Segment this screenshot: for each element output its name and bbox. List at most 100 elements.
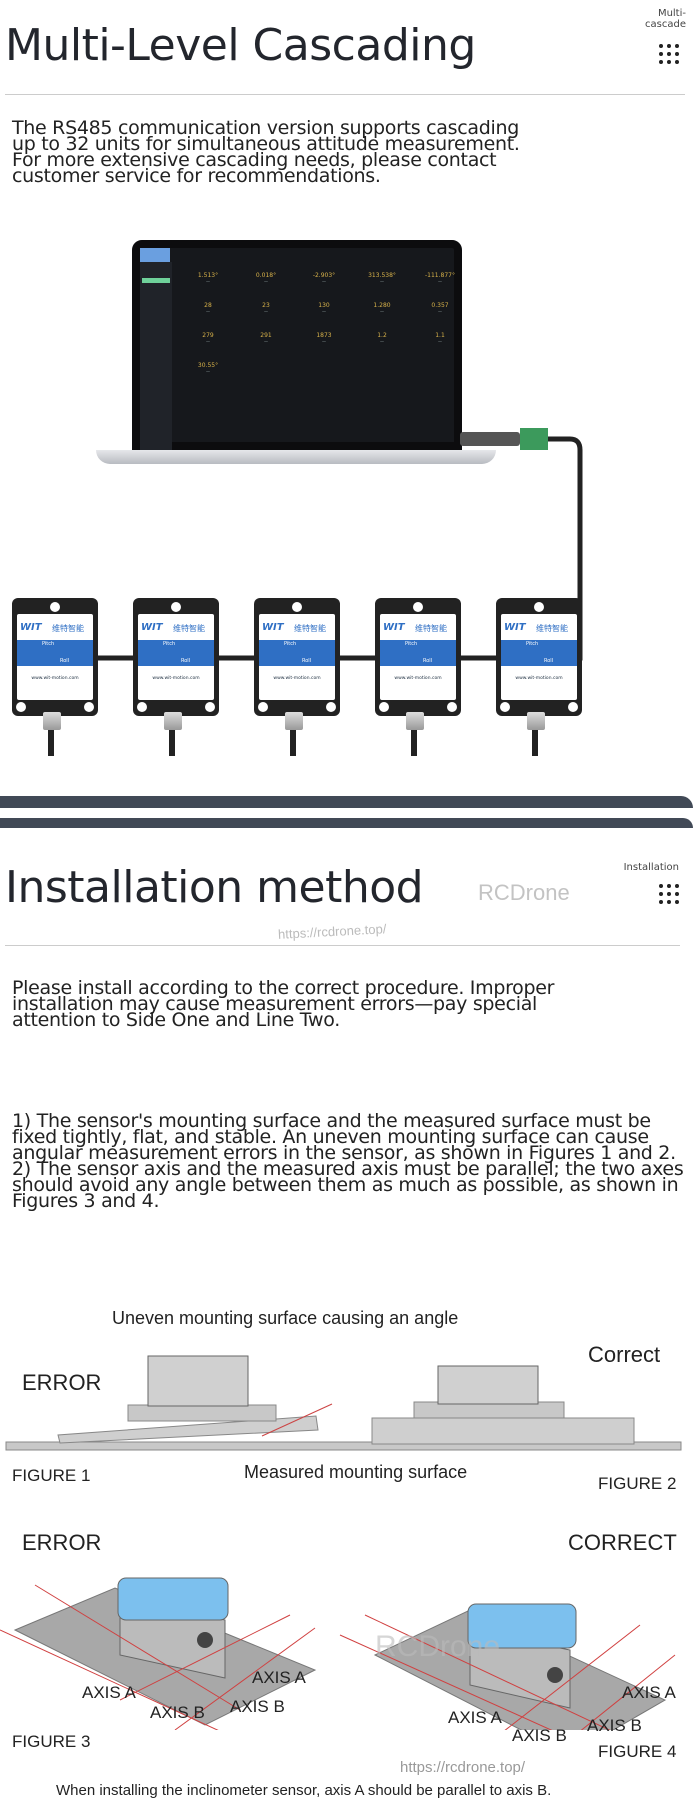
reading-cell: 1.280— (354, 302, 410, 314)
divider (5, 945, 680, 946)
axis-roll: Roll (60, 658, 70, 664)
figure-1-label: FIGURE 1 (12, 1466, 91, 1485)
reading-cell: 23— (238, 302, 294, 314)
brand-text: 维特智能 (536, 624, 568, 633)
watermark-url: https://rcdrone.top/ (400, 1759, 526, 1776)
reading-cell: 0.018°— (238, 272, 294, 284)
figure-caption-top: Uneven mounting surface causing an angle (112, 1308, 459, 1328)
section-band (0, 796, 693, 808)
app-logo (140, 248, 170, 262)
reading-value: 1.280 (373, 302, 391, 309)
section-title: Installation method (5, 862, 424, 913)
label-error: ERROR (22, 1370, 102, 1395)
brand-text: 维特智能 (173, 624, 205, 633)
website: www.wit-motion.com (273, 676, 321, 681)
reading-value: 130 (318, 302, 330, 309)
axis-b-label: AXIS B (512, 1726, 567, 1745)
reading-cell: 1.513°— (180, 272, 236, 284)
brand-text: 维特智能 (52, 624, 84, 633)
sensor-module: WIT 维特智能 Pitch Roll www.wit-motion.com (254, 598, 340, 756)
reading-value: 28 (204, 302, 212, 309)
reading-cell: 279— (180, 332, 236, 344)
axis-pitch: Pitch (284, 641, 297, 647)
grid-menu-icon[interactable] (659, 44, 679, 64)
website: www.wit-motion.com (152, 676, 200, 681)
brand-text: 维特智能 (415, 624, 447, 633)
sensor-module: WIT 维特智能 Pitch Roll www.wit-motion.com (375, 598, 461, 756)
figure-caption-bottom: Measured mounting surface (244, 1462, 468, 1482)
axis-pitch: Pitch (405, 641, 418, 647)
reading-value: 0.018° (255, 272, 277, 279)
axis-roll: Roll (181, 658, 191, 664)
bus-cable (48, 436, 583, 661)
reading-cell: 313.538°— (354, 272, 410, 284)
axis-pitch: Pitch (163, 641, 176, 647)
figure-4-label: FIGURE 4 (598, 1742, 677, 1761)
reading-cell: 1.1— (412, 332, 468, 344)
cascade-description: The RS485 communication version supports… (12, 117, 520, 187)
reading-cell: -2.903°— (296, 272, 352, 284)
axis-a-label: AXIS A (622, 1683, 676, 1702)
reading-value: 0.357 (431, 302, 449, 309)
axis-b-label: AXIS B (587, 1716, 642, 1735)
reading-value: 1873 (316, 332, 332, 339)
sensor-module: WIT 维特智能 Pitch Roll www.wit-motion.com (496, 598, 582, 756)
figure-3-label: FIGURE 3 (12, 1732, 91, 1751)
page-title: Multi-Level Cascading (5, 20, 476, 71)
logo: WIT (383, 622, 405, 633)
reading-value: 1.1 (435, 332, 445, 339)
logo: WIT (262, 622, 284, 633)
sensor-module: WIT 维特智能 Pitch Roll www.wit-motion.com (12, 598, 98, 756)
axis-a-label: AXIS A (252, 1668, 306, 1687)
terminal-block (520, 428, 548, 450)
figure-3-4-illustration (0, 1577, 676, 1730)
watermark-brand: RCDrone (478, 880, 570, 905)
reading-cell: 0.357— (412, 302, 468, 314)
axis-pitch: Pitch (526, 641, 539, 647)
watermark-brand: RCDrone (375, 1630, 501, 1663)
reading-cell: 1.2— (354, 332, 410, 344)
usb-adapter (460, 432, 520, 446)
app-sidebar (140, 262, 172, 452)
reading-value: 313.538° (368, 272, 396, 279)
reading-value: 30.55° (197, 362, 219, 369)
watermark-url: https://rcdrone.top/ (277, 921, 387, 942)
reading-value: -2.903° (312, 272, 336, 279)
reading-cell: 28— (180, 302, 236, 314)
axis-a-label: AXIS A (448, 1708, 502, 1727)
figure-2-label: FIGURE 2 (598, 1474, 677, 1493)
website: www.wit-motion.com (394, 676, 442, 681)
section-band (0, 818, 693, 828)
installation-steps: 1) The sensor's mounting surface and the… (12, 1110, 684, 1212)
reading-value: 1.513° (197, 272, 219, 279)
website: www.wit-motion.com (31, 676, 79, 681)
label-correct: Correct (588, 1342, 661, 1367)
logo: WIT (504, 622, 526, 633)
axis-b-label: AXIS B (230, 1697, 285, 1716)
axis-b-label: AXIS B (150, 1703, 205, 1722)
section-tag: Multi- cascade (645, 8, 686, 30)
figure-caption: When installing the inclinometer sensor,… (56, 1782, 552, 1799)
reading-cell: -111.877°— (412, 272, 468, 284)
reading-cell: 30.55°— (180, 362, 236, 374)
installation-intro: Please install according to the correct … (12, 977, 555, 1031)
grid-menu-icon[interactable] (659, 884, 679, 904)
section-tag: Installation (623, 862, 679, 873)
brand-text: 维特智能 (294, 624, 326, 633)
axis-roll: Roll (423, 658, 433, 664)
reading-cell: 291— (238, 332, 294, 344)
reading-cell: 1873— (296, 332, 352, 344)
laptop-illustration: 1.513°—0.018°—-2.903°—313.538°—-111.877°… (96, 240, 496, 470)
figure-1-2-illustration (5, 1355, 682, 1451)
website: www.wit-motion.com (515, 676, 563, 681)
label-correct: CORRECT (568, 1530, 677, 1555)
reading-cell: 130— (296, 302, 352, 314)
laptop-base (96, 450, 496, 464)
reading-value: -111.877° (425, 272, 455, 279)
divider (5, 94, 685, 95)
reading-value: 279 (202, 332, 214, 339)
axis-pitch: Pitch (42, 641, 55, 647)
axis-roll: Roll (302, 658, 312, 664)
cable-diagram (48, 428, 583, 661)
laptop-screen: 1.513°—0.018°—-2.903°—313.538°— -111.877°… (132, 240, 462, 452)
